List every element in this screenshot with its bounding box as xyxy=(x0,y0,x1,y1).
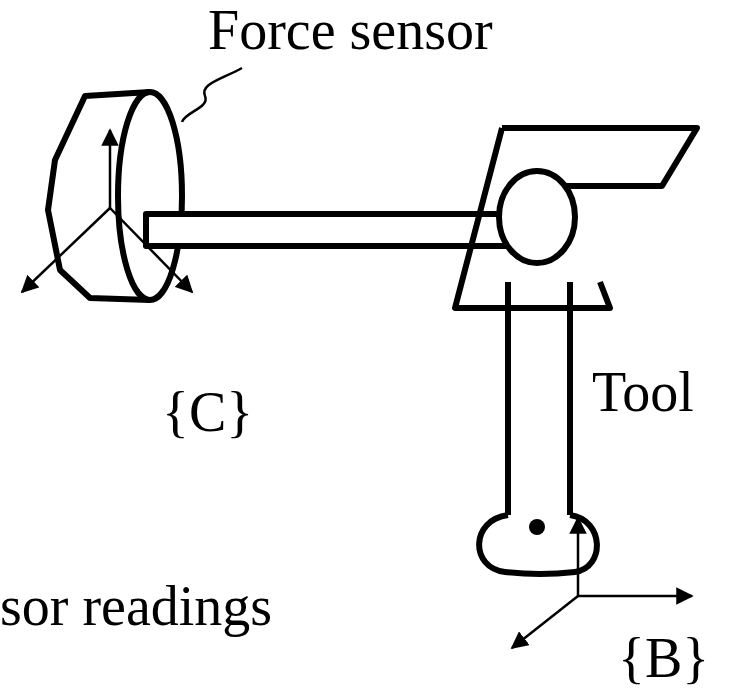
joint-ball xyxy=(499,171,575,263)
shaft xyxy=(146,214,508,246)
frame-name: {B} xyxy=(618,630,709,686)
tool-point xyxy=(529,519,545,535)
part-name: Force sensor xyxy=(208,2,493,58)
frame-axes xyxy=(22,130,192,292)
joint-side xyxy=(455,128,610,308)
note-text: sor readings xyxy=(0,578,272,634)
sensor-face xyxy=(118,92,182,300)
sensor-body xyxy=(48,92,150,300)
frame-axes xyxy=(512,518,692,648)
leader-line xyxy=(182,68,242,122)
tool-shaft xyxy=(508,282,570,515)
part-name: Tool xyxy=(592,364,694,420)
frame-name: {C} xyxy=(162,384,253,440)
